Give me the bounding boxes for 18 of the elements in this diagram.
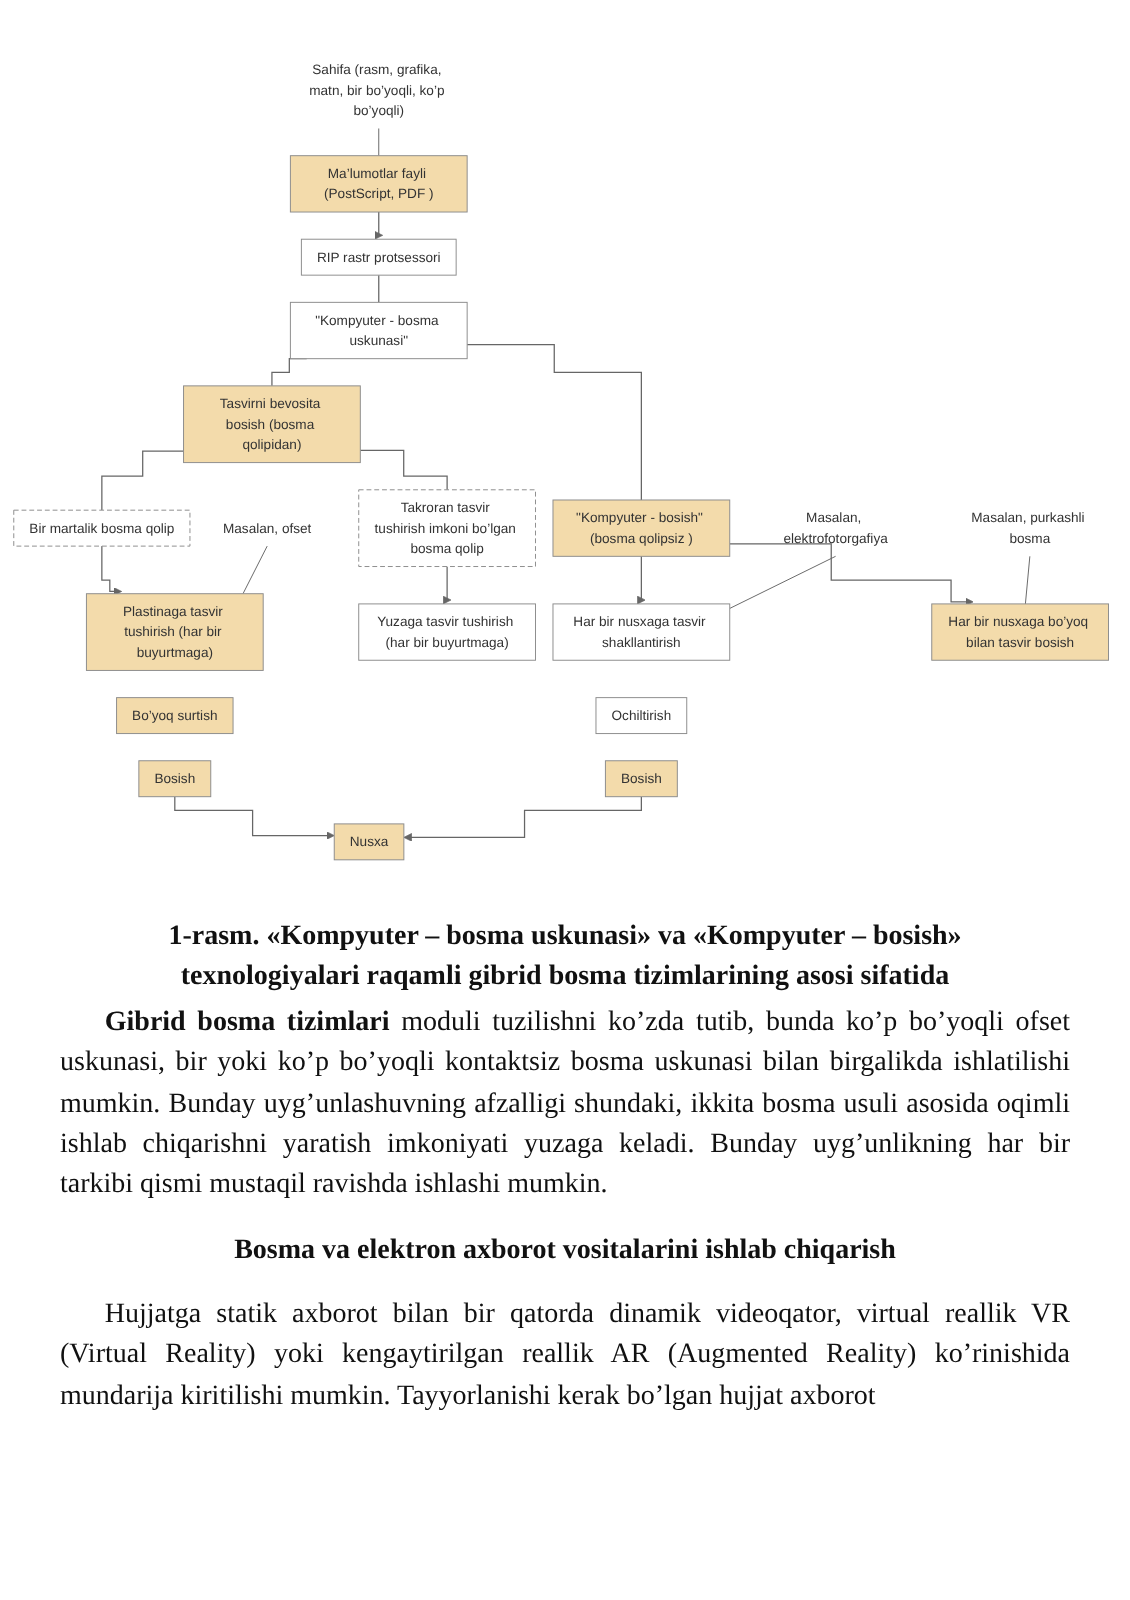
leader-line [1023,555,1030,604]
arrow [441,565,451,604]
leader-line [728,555,836,609]
arrow [373,210,383,239]
connector-line [465,343,641,500]
connector-line [377,273,379,303]
arrow [100,544,122,595]
leader-line [377,127,379,156]
leader-line [241,544,267,594]
arrow [636,554,645,604]
section-heading: Bosma va elektron axborot vositalarini ishlab chiqarish [232,1233,898,1270]
body-paragraph: Gibrid bosma tizimlari moduli tuzilishni ko’zda tutib, bunda ko’p bo’yoqli ofset uskunasi, bir yoki ko’p bo’yoqli kontaktsiz bosma uskunasi bilan birgalikda ishlatilishi mumkin. Bunday uyg’unlashuvning afzalligi shundaki, ikkita bosma usuli asosida oqimli ishlab chiqarishni yaratish imkoniyati yuzaga keladi. Bunday uyg’unlikning har bir tarkibi qismi mustaqil ravishda ishlashi mumkin. [60,1006,1070,1205]
arrow [728,542,973,606]
body-paragraph: Hujjatga statik axborot bilan bir qatorda dinamik videoqator, virtual reallik VR (Virtual Reality) yoki kengaytirilgan reallik AR (Augmented Reality) ko’rinishida mundarija kiritilishi mumkin. Tayyorlanishi kerak bo’lgan hujjat axborot [60,1297,1070,1416]
connector-line [100,449,184,510]
arrow [402,795,641,841]
connector-line [358,449,447,490]
arrow [173,795,334,840]
